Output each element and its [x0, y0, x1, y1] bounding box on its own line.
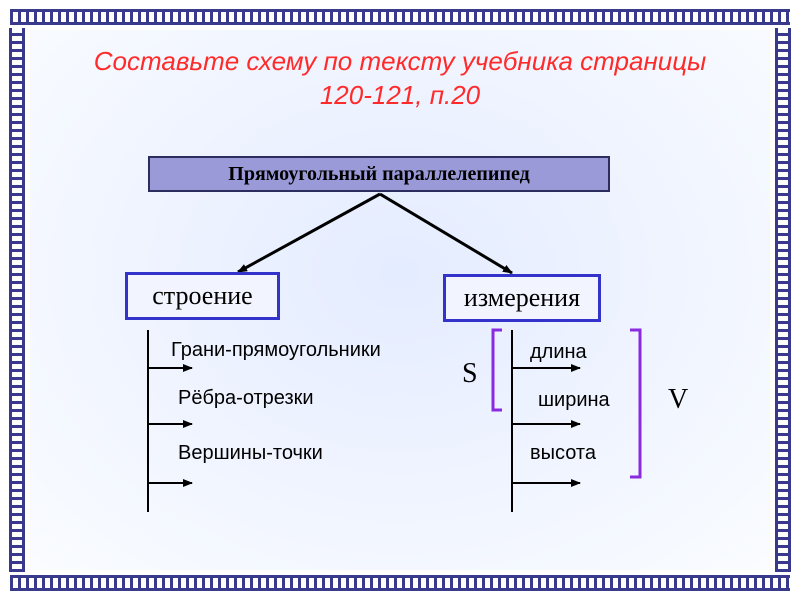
- arrow-root-to-dimensions: [379, 192, 513, 275]
- dimension-item-height: высота: [530, 442, 596, 464]
- structure-item-faces: Грани-прямоугольники: [171, 339, 381, 361]
- dimensions-node-label: измерения: [463, 283, 581, 312]
- frame-border-top: [10, 6, 790, 28]
- frame-border-left: [6, 28, 28, 572]
- dimension-item-length: длина: [530, 341, 587, 363]
- slide-title: Составьте схему по тексту учебника стран…: [40, 44, 760, 112]
- volume-bracket: [630, 328, 642, 479]
- area-bracket: [491, 328, 502, 412]
- dimension-item-width: ширина: [538, 389, 610, 411]
- root-node-box: Прямоугольный параллелепипед: [148, 156, 610, 192]
- frame-border-bottom: [10, 572, 790, 594]
- structure-item-vertices: Вершины-точки: [178, 442, 323, 464]
- volume-label: V: [668, 384, 689, 415]
- root-node-label: Прямоугольный параллелепипед: [228, 162, 530, 185]
- structure-node-label: строение: [152, 281, 253, 310]
- title-line-2: 120-121, п.20: [319, 80, 481, 110]
- structure-item-edges: Рёбра-отрезки: [178, 387, 314, 409]
- arrow-root-to-structure: [237, 192, 381, 274]
- title-line-1: Составьте схему по тексту учебника стран…: [93, 46, 707, 76]
- frame-border-right: [772, 28, 794, 572]
- structure-node-box: строение: [125, 272, 280, 320]
- area-label: S: [462, 358, 478, 389]
- dimensions-node-box: измерения: [443, 274, 601, 322]
